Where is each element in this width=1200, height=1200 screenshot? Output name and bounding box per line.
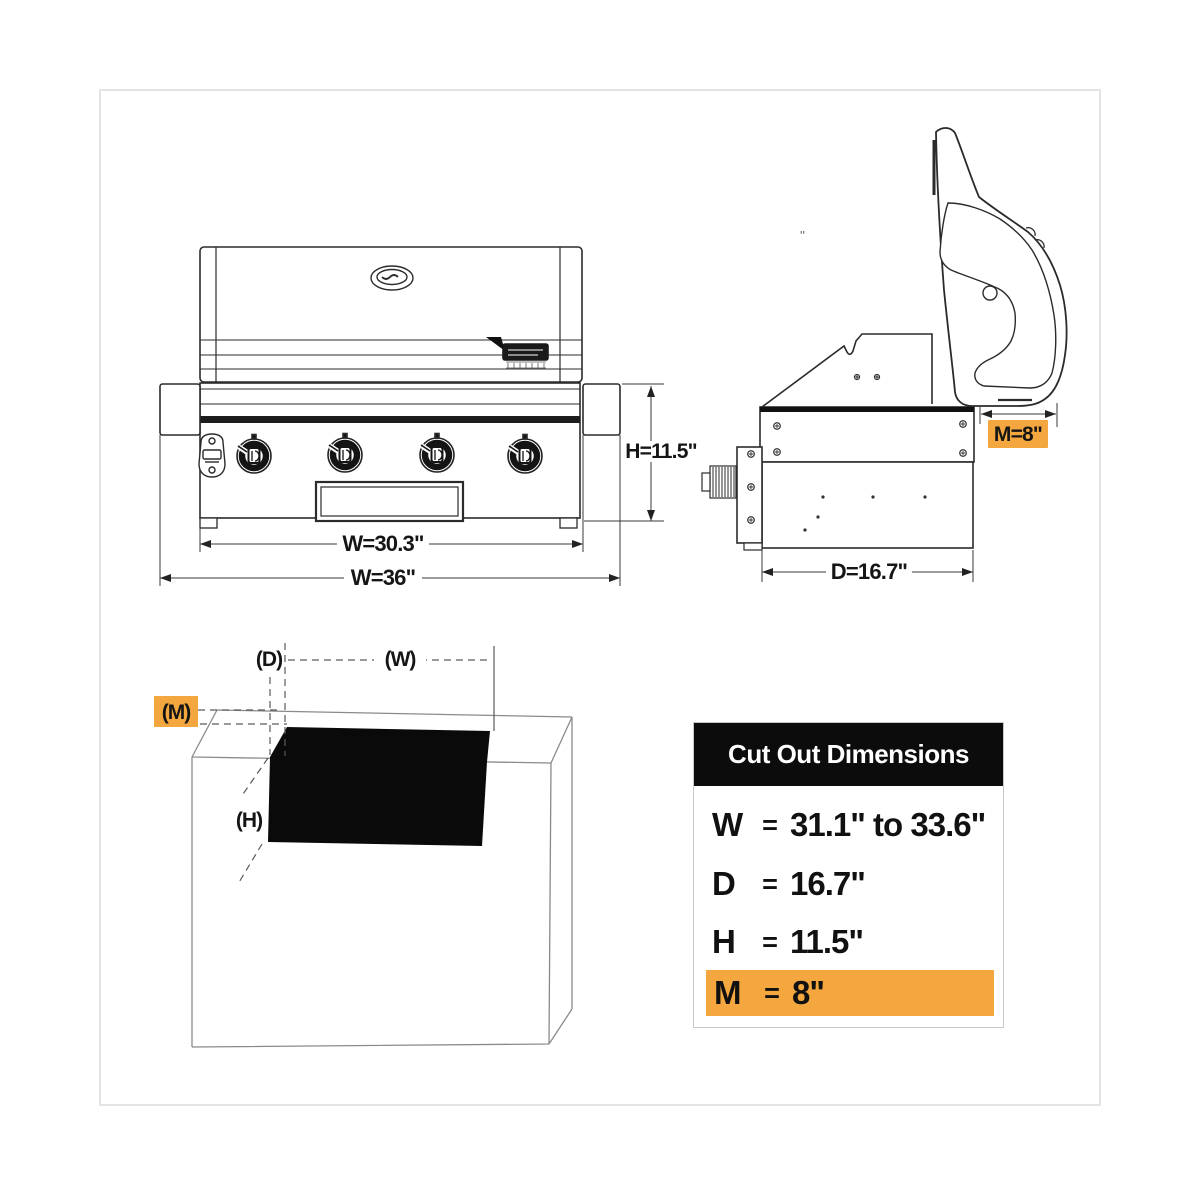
island-top-face <box>191 709 573 764</box>
table-row-w: W = 31.1" to 33.6" <box>712 802 986 848</box>
row-value: 31.1" to 33.6" <box>790 806 986 843</box>
grease-drawer <box>314 480 465 523</box>
right-foot <box>559 517 578 529</box>
side-lower-box <box>761 461 974 549</box>
row-value: 16.7" <box>790 865 866 902</box>
igniter <box>198 433 226 478</box>
side-depth-label: D=16.7" <box>831 559 907 584</box>
firebox-slope <box>761 333 933 408</box>
island-width-label: (W) <box>385 648 416 671</box>
brand-badge <box>486 337 549 369</box>
hood-handle-mount <box>1025 227 1045 249</box>
cutout-opening <box>268 727 490 846</box>
row-key: M <box>714 974 742 1011</box>
table-row-h: H = 11.5" <box>712 919 864 965</box>
row-value: 8" <box>792 974 825 1011</box>
island-height-label: (H) <box>236 809 262 832</box>
row-key: D <box>712 865 736 902</box>
stray-mark: '' <box>800 228 805 243</box>
gas-valve <box>701 465 737 499</box>
row-equals: = <box>764 977 780 1008</box>
row-key: H <box>712 923 736 960</box>
brand-logo-oval <box>370 265 414 291</box>
front-dimensions <box>159 383 699 589</box>
row-key: W <box>712 806 743 843</box>
side-left-column <box>736 446 763 544</box>
table-row-d: D = 16.7" <box>712 861 866 907</box>
side-view <box>701 127 1068 551</box>
left-flange <box>159 383 201 436</box>
side-dimensions <box>761 403 1058 583</box>
island-view <box>191 643 573 1048</box>
grill-hood <box>932 127 1068 407</box>
island-depth-label: (D) <box>256 648 282 671</box>
slope-screws <box>853 373 881 381</box>
table-title: Cut Out Dimensions <box>728 739 969 769</box>
front-height-label: H=11.5" <box>625 440 697 463</box>
table-header: Cut Out Dimensions <box>694 723 1003 786</box>
front-width-outer-label: W=36" <box>351 565 416 590</box>
island-margin-highlight <box>154 696 198 727</box>
row-equals: = <box>762 868 778 899</box>
side-upper-box <box>759 406 975 463</box>
row-equals: = <box>762 809 778 840</box>
island-front-face <box>191 717 573 1048</box>
rivets <box>803 495 927 532</box>
page-frame <box>99 89 1101 1106</box>
w-label-bg <box>374 645 426 671</box>
right-flange <box>582 383 621 436</box>
margin-highlight-box <box>988 420 1048 448</box>
table-row-m-highlighted: M = 8" <box>706 970 994 1016</box>
row-equals: = <box>762 926 778 957</box>
side-margin-label: M=8" <box>994 423 1042 446</box>
grill-lid <box>199 246 583 383</box>
left-foot <box>199 517 218 529</box>
island-margin-label: (M) <box>162 701 190 724</box>
front-width-inner-label: W=30.3" <box>342 531 423 556</box>
front-view <box>159 246 621 529</box>
cutout-dimensions-table: Cut Out Dimensions W = 31.1" to 33.6" D … <box>693 722 1004 1028</box>
hood-pivot <box>982 285 998 301</box>
row-value: 11.5" <box>790 923 864 960</box>
